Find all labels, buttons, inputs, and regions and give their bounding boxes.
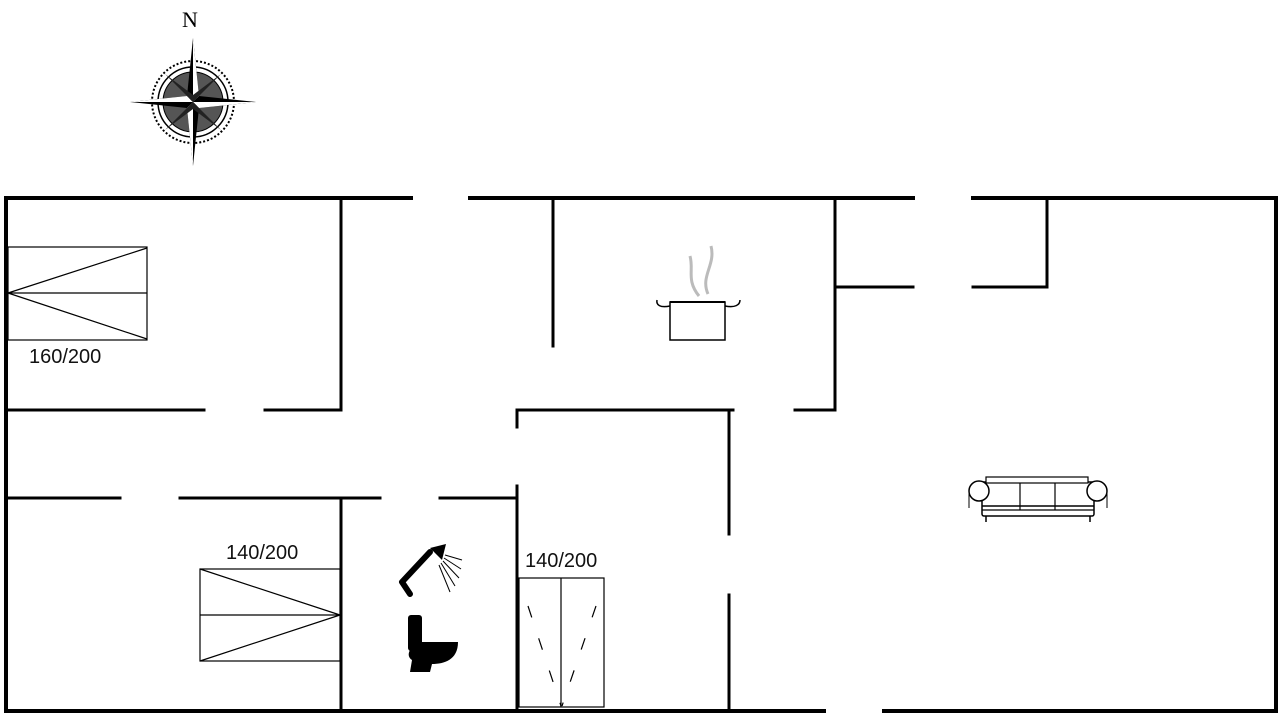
cooking-pot-icon xyxy=(656,245,741,341)
bed-size-label: 160/200 xyxy=(29,346,101,368)
north-label: N xyxy=(182,7,198,32)
shower-icon xyxy=(399,544,463,597)
interior-walls xyxy=(4,198,1049,711)
bed-size-label: 140/200 xyxy=(525,550,597,572)
bed-160-200: 160/200 xyxy=(7,246,148,368)
bed-140-200-right: 140/200 xyxy=(518,550,605,708)
exterior-walls xyxy=(4,196,1278,713)
toilet-icon xyxy=(408,615,458,672)
sofa-icon xyxy=(968,476,1108,522)
bed-140-200-left: 140/200 xyxy=(199,542,341,662)
bed-size-label: 140/200 xyxy=(226,542,298,564)
compass-rose-icon: N xyxy=(130,7,256,166)
